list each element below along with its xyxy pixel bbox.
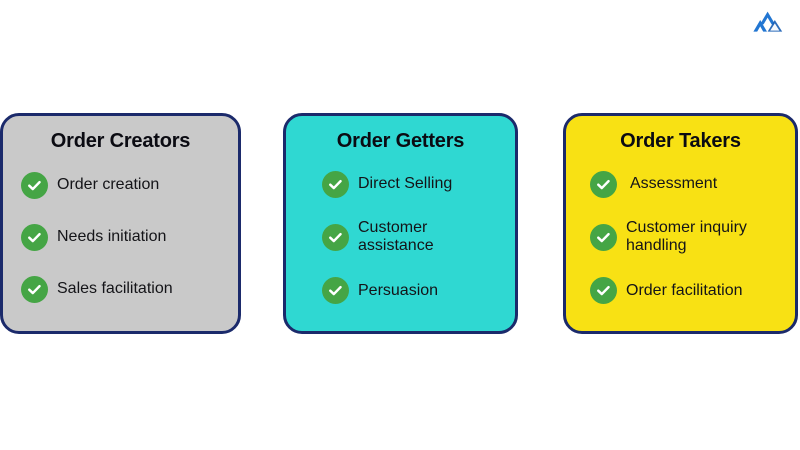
card-title: Order Getters: [336, 130, 465, 152]
list-item-label: Direct Selling: [358, 174, 453, 192]
list-item-label: Order facilitation: [626, 281, 743, 299]
check-circle-icon: [590, 170, 617, 198]
list-item[interactable]: Persuasion: [322, 277, 503, 305]
check-circle-icon: [590, 277, 617, 305]
check-circle-icon: [322, 277, 349, 305]
check-circle-icon: [590, 223, 617, 251]
list-item-label: Persuasion: [358, 281, 439, 299]
list-item[interactable]: Order facilitation: [590, 277, 783, 305]
card-order-takers[interactable]: Order Takers Assessment Customer inquiry…: [563, 113, 798, 334]
list-item[interactable]: Sales facilitation: [21, 275, 226, 303]
check-circle-icon: [21, 275, 48, 303]
list-item[interactable]: Customer inquiry handling: [590, 219, 783, 257]
card-order-creators[interactable]: Order Creators Order creation Needs init…: [0, 113, 241, 334]
list-item[interactable]: Order creation: [21, 172, 226, 200]
card-item-list: Assessment Customer inquiry handling Ord…: [578, 160, 783, 321]
card-item-list: Order creation Needs initiation Sales fa…: [15, 160, 226, 321]
list-item-label: Order creation: [57, 176, 160, 194]
list-item-label: Needs initiation: [57, 228, 167, 246]
list-item-label: Customer inquiry handling: [626, 218, 747, 255]
list-item-label: Sales facilitation: [57, 279, 173, 297]
card-item-list: Direct Selling Customer assistance Persu…: [298, 160, 503, 321]
list-item-label: Customer assistance: [358, 218, 434, 255]
list-item-label: Assessment: [630, 174, 718, 192]
list-item[interactable]: Customer assistance: [322, 219, 503, 257]
list-item[interactable]: Direct Selling: [322, 170, 503, 198]
card-title: Order Takers: [620, 130, 741, 152]
list-item[interactable]: Assessment: [590, 170, 783, 198]
check-circle-icon: [21, 223, 48, 251]
list-item[interactable]: Needs initiation: [21, 223, 226, 251]
mountain-logo-icon: [753, 11, 783, 32]
brand-logo: [753, 10, 783, 38]
check-circle-icon: [322, 170, 349, 198]
category-cards-row: Order Creators Order creation Needs init…: [0, 113, 800, 334]
card-title: Order Creators: [50, 130, 191, 152]
check-circle-icon: [322, 223, 349, 251]
check-circle-icon: [21, 172, 48, 200]
card-order-getters[interactable]: Order Getters Direct Selling Customer as…: [283, 113, 518, 334]
